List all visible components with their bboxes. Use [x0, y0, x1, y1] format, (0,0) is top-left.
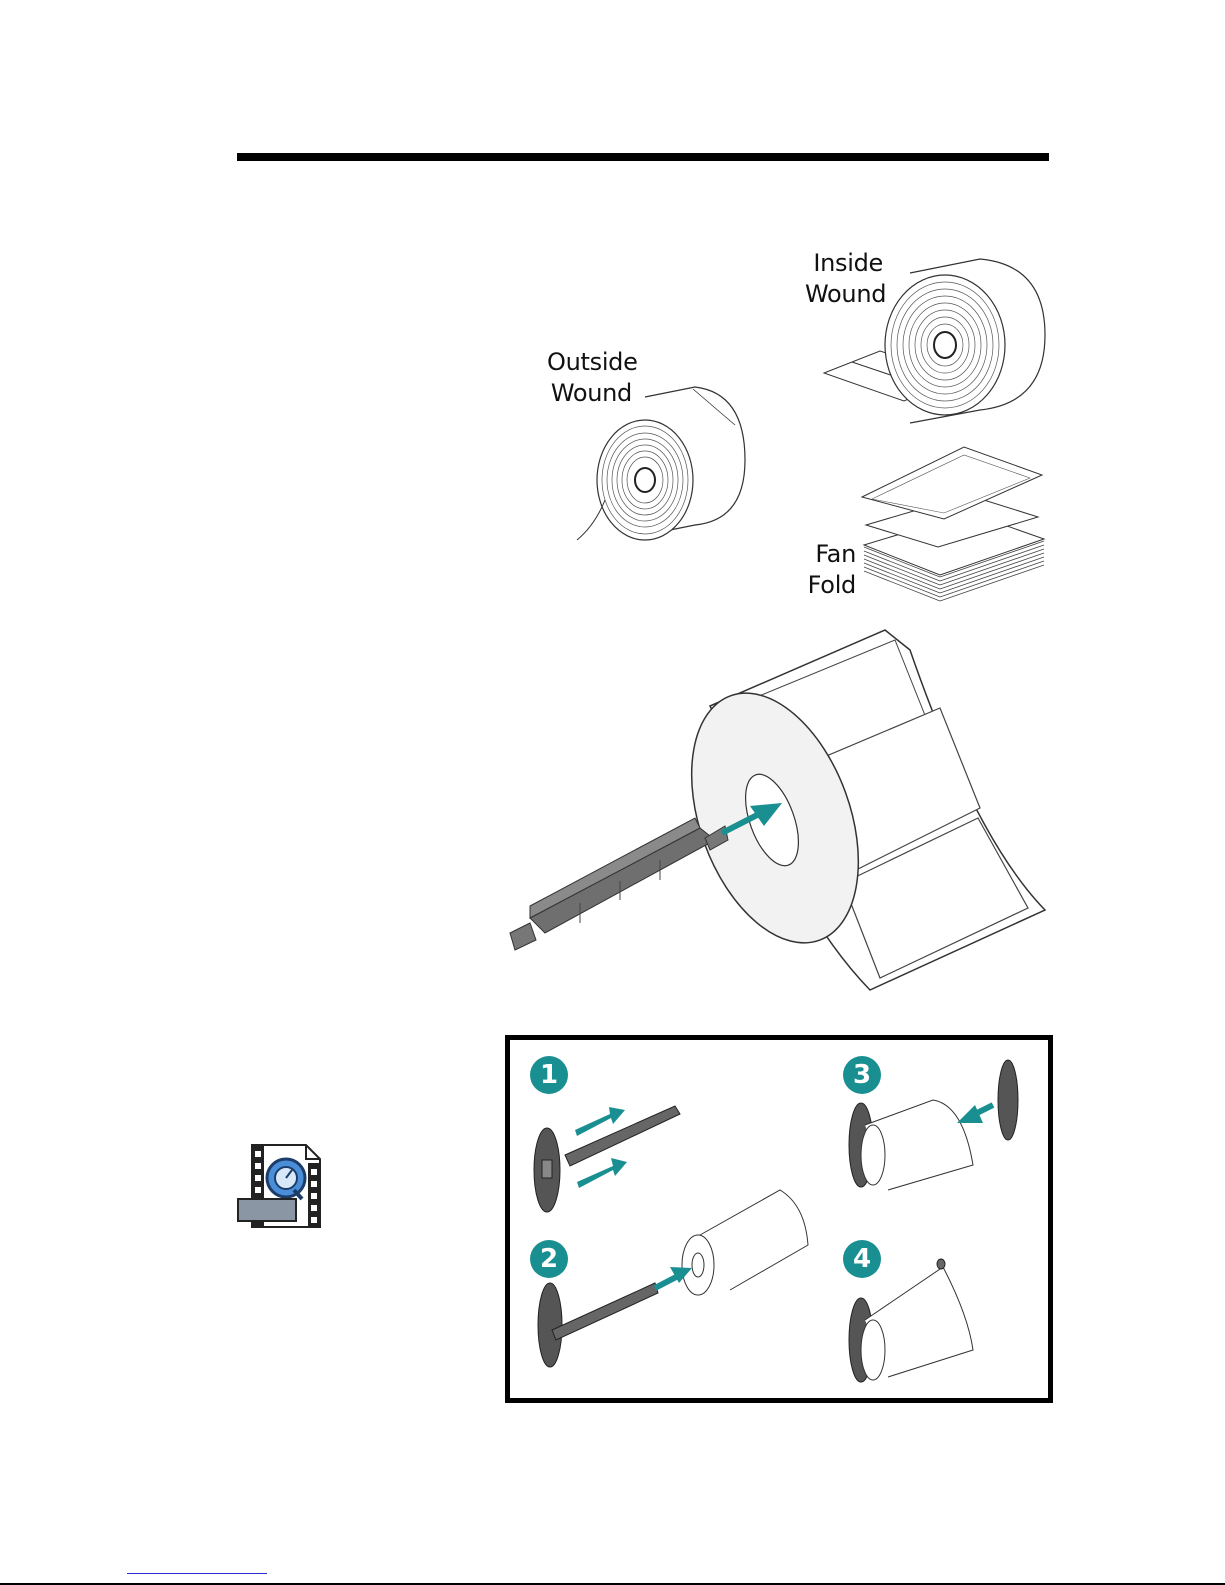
header-rule	[237, 153, 1049, 161]
step-1-badge: 1	[530, 1056, 568, 1094]
outside-wound-roll-illustration	[575, 385, 750, 545]
inside-wound-label: Inside Wound	[805, 248, 883, 310]
outside-wound-label: Outside Wound	[547, 347, 632, 409]
step-3-illustration	[843, 1055, 1023, 1195]
spindle-insertion-illustration	[500, 628, 1050, 993]
quicktime-movie-icon[interactable]	[236, 1143, 322, 1229]
step-4-illustration	[843, 1255, 983, 1385]
fan-fold-stack-illustration	[860, 445, 1050, 605]
fan-fold-label: Fan Fold	[800, 539, 856, 601]
footer-link-underline[interactable]	[127, 1573, 267, 1574]
step-2-illustration	[530, 1185, 815, 1380]
